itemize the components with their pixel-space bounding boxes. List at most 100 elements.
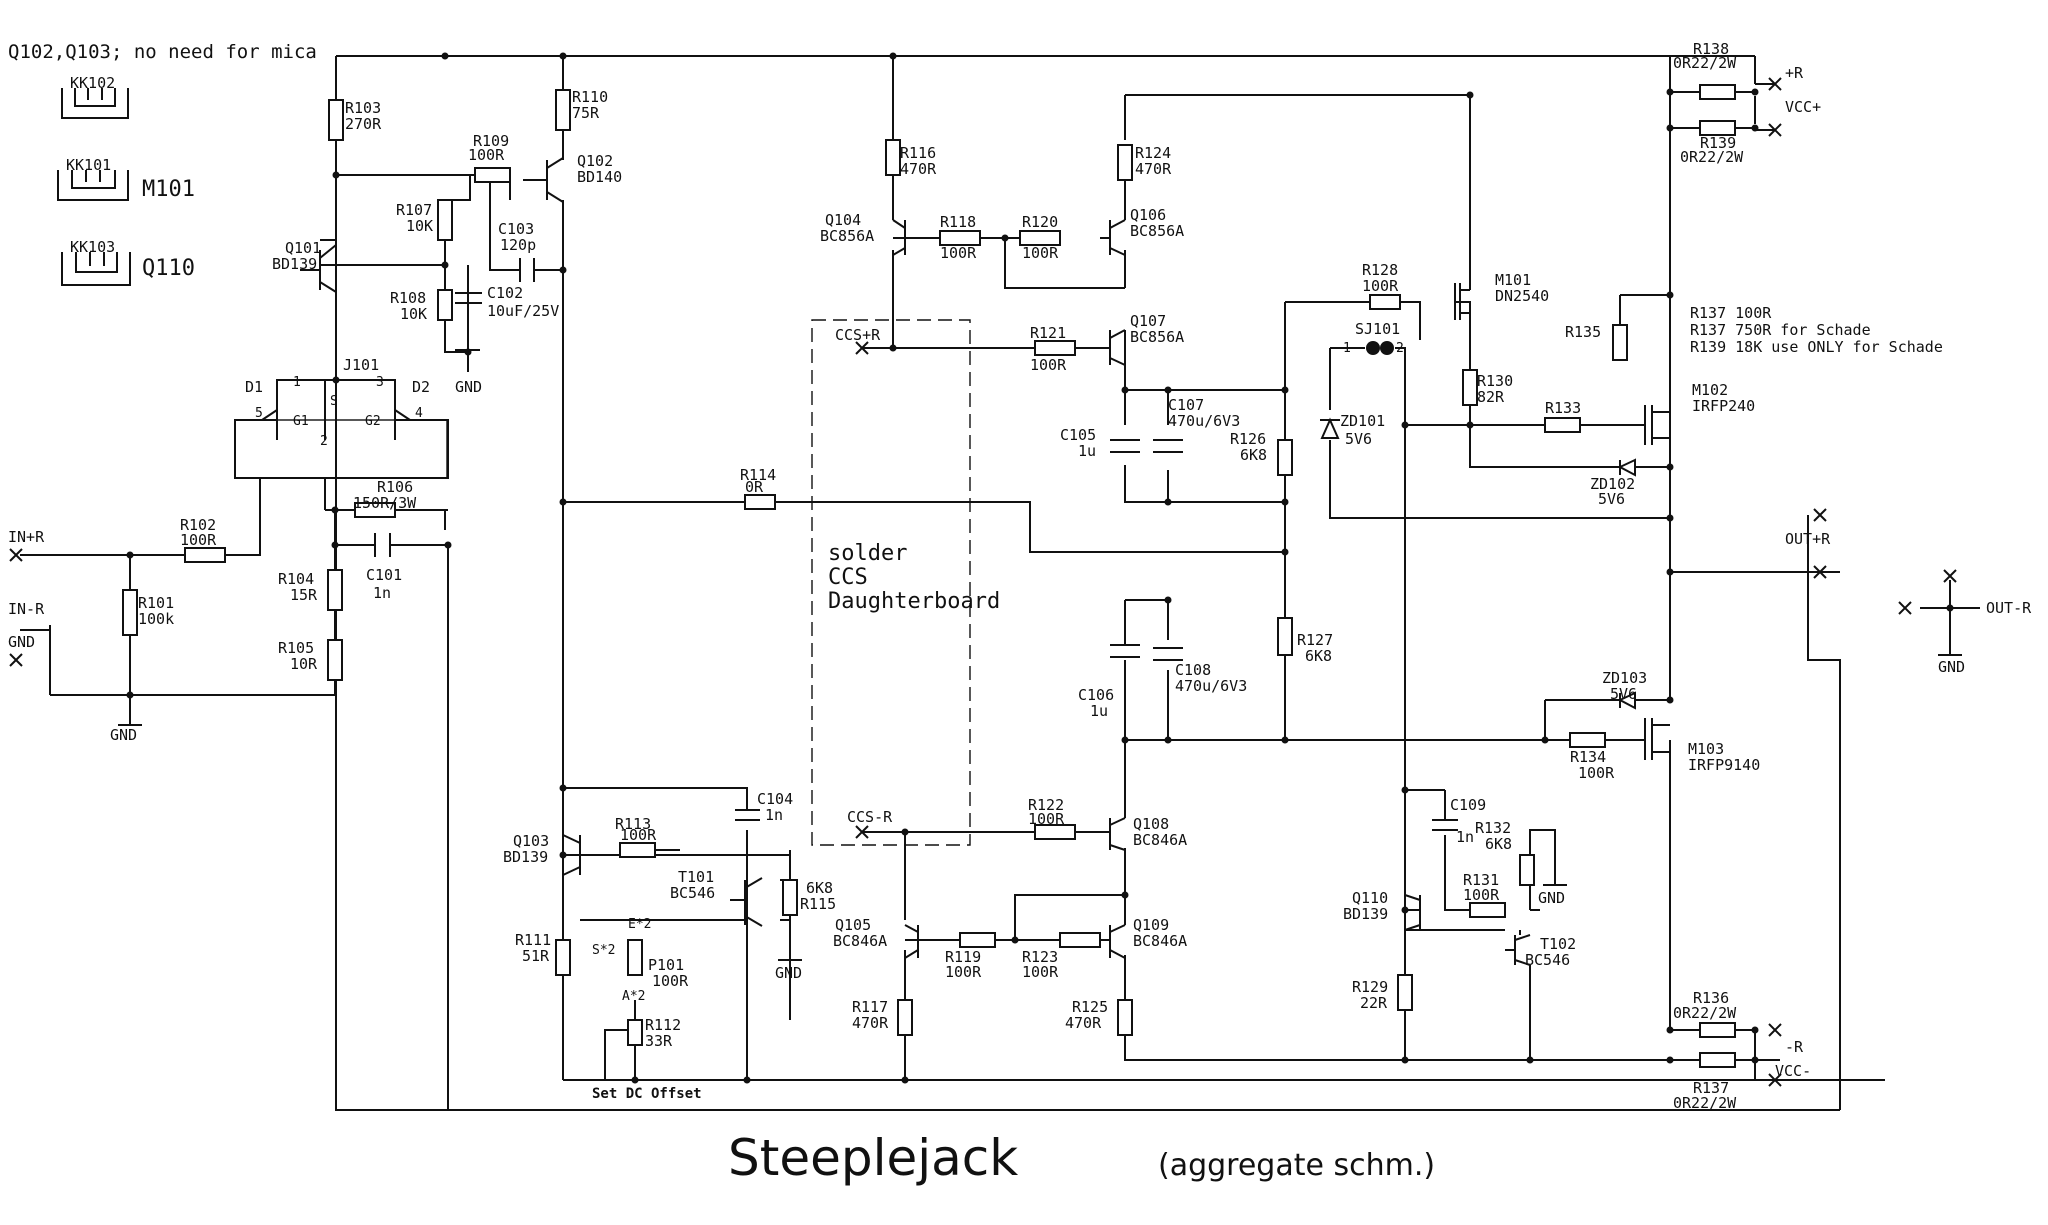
zd101-label: ZD101: [1340, 412, 1385, 430]
gnd-label-2: GND: [110, 726, 137, 744]
r125-body: [1117, 999, 1133, 1036]
r115-body: [782, 879, 798, 916]
heatsink-kk101: KK101 M101: [57, 156, 195, 202]
zd102-value: 5V6: [1598, 490, 1625, 508]
c106-plates: [1110, 644, 1140, 658]
c101-value: 1n: [373, 584, 391, 602]
r138-value: 0R22/2W: [1673, 54, 1737, 72]
sj101-pin2: 2: [1396, 341, 1404, 356]
daughterboard-line-1: solder: [828, 541, 907, 566]
m102-symbol: [1644, 405, 1670, 445]
r133-body: [1544, 417, 1581, 433]
c101-label: C101: [366, 566, 402, 584]
r103-body: [328, 99, 344, 141]
gnd-symbols: [118, 349, 1962, 961]
t101-value: BC546: [670, 884, 715, 902]
c103-value: 120p: [500, 236, 536, 254]
c103-plates: [519, 258, 535, 282]
r128-value: 100R: [1362, 277, 1399, 295]
heatsink-kk102-label: KK102: [70, 74, 115, 92]
r111-label: R111: [515, 931, 551, 949]
c109-label: C109: [1450, 796, 1486, 814]
r106-label: R106: [377, 478, 413, 496]
c104-value: 1n: [765, 806, 783, 824]
wires: [20, 55, 1980, 1111]
m103-symbol: [1644, 718, 1670, 760]
d-pin-g1: G1: [293, 414, 309, 429]
r131-label: R131: [1463, 871, 1499, 889]
r138-label: R138: [1693, 40, 1729, 58]
r127-value: 6K8: [1305, 647, 1332, 665]
c107-label: C107: [1168, 396, 1204, 414]
c107-value: 470u/6V3: [1168, 412, 1240, 430]
neg-r-label: -R: [1785, 1038, 1804, 1056]
q103-value: BD139: [503, 848, 548, 866]
r129-label: R129: [1352, 978, 1388, 996]
r119-body: [959, 932, 996, 948]
q109-value: BC846A: [1133, 932, 1187, 950]
r130-value: 82R: [1477, 388, 1505, 406]
r101-label: R101: [138, 594, 174, 612]
r131-body: [1469, 902, 1506, 918]
r130-body: [1462, 369, 1478, 406]
r127-label: R127: [1297, 631, 1333, 649]
c108-value: 470u/6V3: [1175, 677, 1247, 695]
r119-value: 100R: [945, 963, 982, 981]
c107-plates: [1153, 439, 1183, 453]
t101-label: T101: [678, 868, 714, 886]
d1-d2-arrows: [261, 400, 411, 440]
t102-value: BC546: [1525, 951, 1570, 969]
r132-label: R132: [1475, 819, 1511, 837]
r130-label: R130: [1477, 372, 1513, 390]
q108-value: BC846A: [1133, 831, 1187, 849]
r115-label: R115: [800, 895, 836, 913]
r118-label: R118: [940, 213, 976, 231]
r134-label: R134: [1570, 748, 1606, 766]
r112-label: R112: [645, 1016, 681, 1034]
j101-pin2: 2: [320, 434, 328, 449]
r128-label: R128: [1362, 261, 1398, 279]
r133-label: R133: [1545, 399, 1581, 417]
r102-body: [184, 547, 226, 563]
r136-body: [1699, 1022, 1736, 1038]
q110-label: Q110: [1352, 889, 1388, 907]
r113-label: R113: [615, 815, 651, 833]
j101-pin-s: S: [330, 394, 338, 409]
q108-label: Q108: [1133, 815, 1169, 833]
sj101-pad2: [1380, 341, 1394, 355]
zd103-label: ZD103: [1602, 669, 1647, 687]
zd101-symbol: [1320, 417, 1340, 439]
p101-value: 100R: [652, 972, 689, 990]
q102-label: Q102: [577, 152, 613, 170]
q109-label: Q109: [1133, 916, 1169, 934]
r101-value: 100k: [138, 610, 174, 628]
ccs-pos-label: CCS+R: [835, 326, 881, 344]
r121-value: 100R: [1030, 356, 1067, 374]
m103-label: M103: [1688, 740, 1724, 758]
r113-value: 100R: [620, 826, 657, 844]
component-labels: R103 270R R110 75R R109 100R Q102 BD140 …: [8, 40, 2032, 1112]
r103-label: R103: [345, 99, 381, 117]
r102-value: 100R: [180, 531, 217, 549]
r109-body: [474, 167, 511, 183]
r107-value: 10K: [406, 217, 433, 235]
q105-label: Q105: [835, 916, 871, 934]
c102-plates: [455, 292, 482, 304]
p101-pin-a: A*2: [622, 989, 645, 1004]
c105-plates: [1110, 439, 1140, 453]
c103-label: C103: [498, 220, 534, 238]
heatsink-kk103-device: Q110: [142, 256, 195, 281]
r103-value: 270R: [345, 115, 382, 133]
r114-body: [744, 494, 776, 510]
r128-body: [1369, 294, 1401, 310]
r122-label: R122: [1028, 796, 1064, 814]
in-r-label: IN+R: [8, 528, 45, 546]
heatsink-kk101-device: M101: [142, 177, 195, 202]
r116-value: 470R: [900, 160, 937, 178]
in-neg-label: IN-R: [8, 600, 45, 618]
schade-note-1: R137 100R: [1690, 304, 1772, 322]
c109-plates: [1432, 819, 1458, 831]
q104-label: Q104: [825, 211, 861, 229]
zd101-value: 5V6: [1345, 430, 1372, 448]
r123-label: R123: [1022, 948, 1058, 966]
